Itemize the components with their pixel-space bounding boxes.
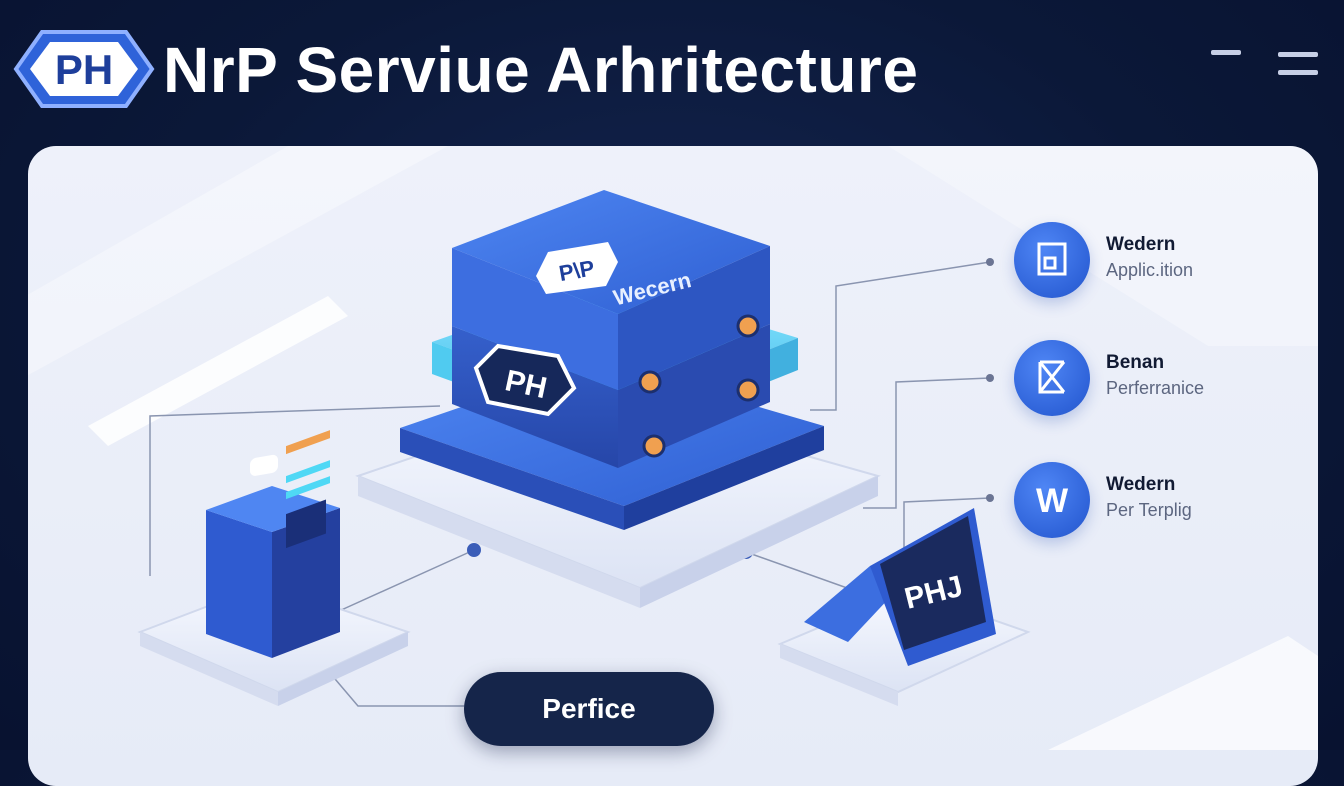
connector-dot (467, 543, 481, 557)
bg-stripe (1048, 636, 1318, 750)
legend-subtitle: Perferranice (1106, 378, 1205, 398)
legend-item-application[interactable]: Wedern Applic.ition (1014, 222, 1314, 302)
main-server-slab-side (400, 428, 624, 530)
header: PH NrP Serviue Arhritecture (0, 0, 1344, 140)
tower-server-stripe-cyan (286, 476, 330, 500)
main-platform-base-side (640, 476, 878, 608)
connector-dot (986, 258, 994, 266)
tower-platform-side (140, 632, 278, 706)
menu-button[interactable] (1270, 46, 1322, 82)
tower-server-stripe-cyan (286, 460, 330, 484)
legend-title: Benan (1106, 352, 1165, 373)
minimize-button[interactable] (1205, 42, 1245, 66)
page-title: NrP Serviue Arhritecture (163, 34, 919, 106)
server-top-logo: P\P (557, 255, 596, 286)
bg-stripe (88, 296, 348, 446)
tower-platform-side (278, 632, 408, 706)
main-server-slab-side (624, 426, 824, 530)
main-server-upper-side (618, 246, 770, 390)
tower-server-front (206, 510, 272, 658)
laptop-platform-side (780, 644, 898, 706)
laptop-screen-inner (880, 516, 986, 650)
connector-main-to-tower (327, 549, 475, 617)
connector-main-to-laptop (745, 551, 865, 595)
legend-circle (1014, 340, 1090, 416)
perfice-button[interactable]: Perfice (464, 672, 714, 746)
connector-main-to-legend1 (810, 261, 991, 411)
server-led (736, 314, 760, 338)
w-letter-glyph: W (1036, 482, 1069, 520)
bg-stripe (888, 146, 1318, 346)
main-platform-base-side (358, 476, 640, 608)
architecture-diagram: P\P Wecern PH PHJ (28, 146, 1318, 750)
connector-main-to-legend2 (863, 377, 991, 509)
connector-left (149, 405, 441, 576)
tower-server-stripe-orange (286, 430, 330, 455)
menu-icon-bar-bottom (1278, 70, 1318, 75)
legend-item-performance[interactable]: Benan Perferranice (1014, 340, 1314, 420)
menu-icon-bar-top (1278, 52, 1318, 57)
server-led (638, 370, 662, 394)
legend-subtitle: Per Terplig (1106, 500, 1192, 520)
bg-stripe (28, 146, 448, 376)
w-letter-icon: W (1036, 482, 1069, 520)
ph-logo: PH (8, 24, 158, 114)
checkbox-cross-icon (1038, 360, 1066, 394)
server-led (736, 378, 760, 402)
window-icon (1037, 242, 1067, 276)
connector-laptop-to-legend3 (903, 497, 991, 566)
legend-title: Wedern (1106, 234, 1176, 255)
legend-subtitle: Applic.ition (1106, 260, 1194, 280)
legend-title: Wedern (1106, 474, 1176, 495)
ph-logo-text: PH (55, 46, 113, 93)
server-top-logo-badge (536, 242, 618, 294)
legend-item-tempting[interactable]: W Wedern Per Terplig (1014, 462, 1314, 542)
tower-server-top-icon (250, 454, 278, 476)
server-led (642, 434, 666, 458)
main-server-mid-side (618, 324, 770, 468)
tower-server-vent (286, 499, 326, 549)
tower-server-top (206, 486, 340, 532)
main-server-upper-side (452, 248, 618, 390)
connector-dot (986, 374, 994, 382)
legend-circle (1014, 222, 1090, 298)
legend-circle: W (1014, 462, 1090, 538)
server-side-logo-badge (473, 343, 577, 417)
minimize-icon (1211, 50, 1241, 55)
connector-dot (986, 494, 994, 502)
